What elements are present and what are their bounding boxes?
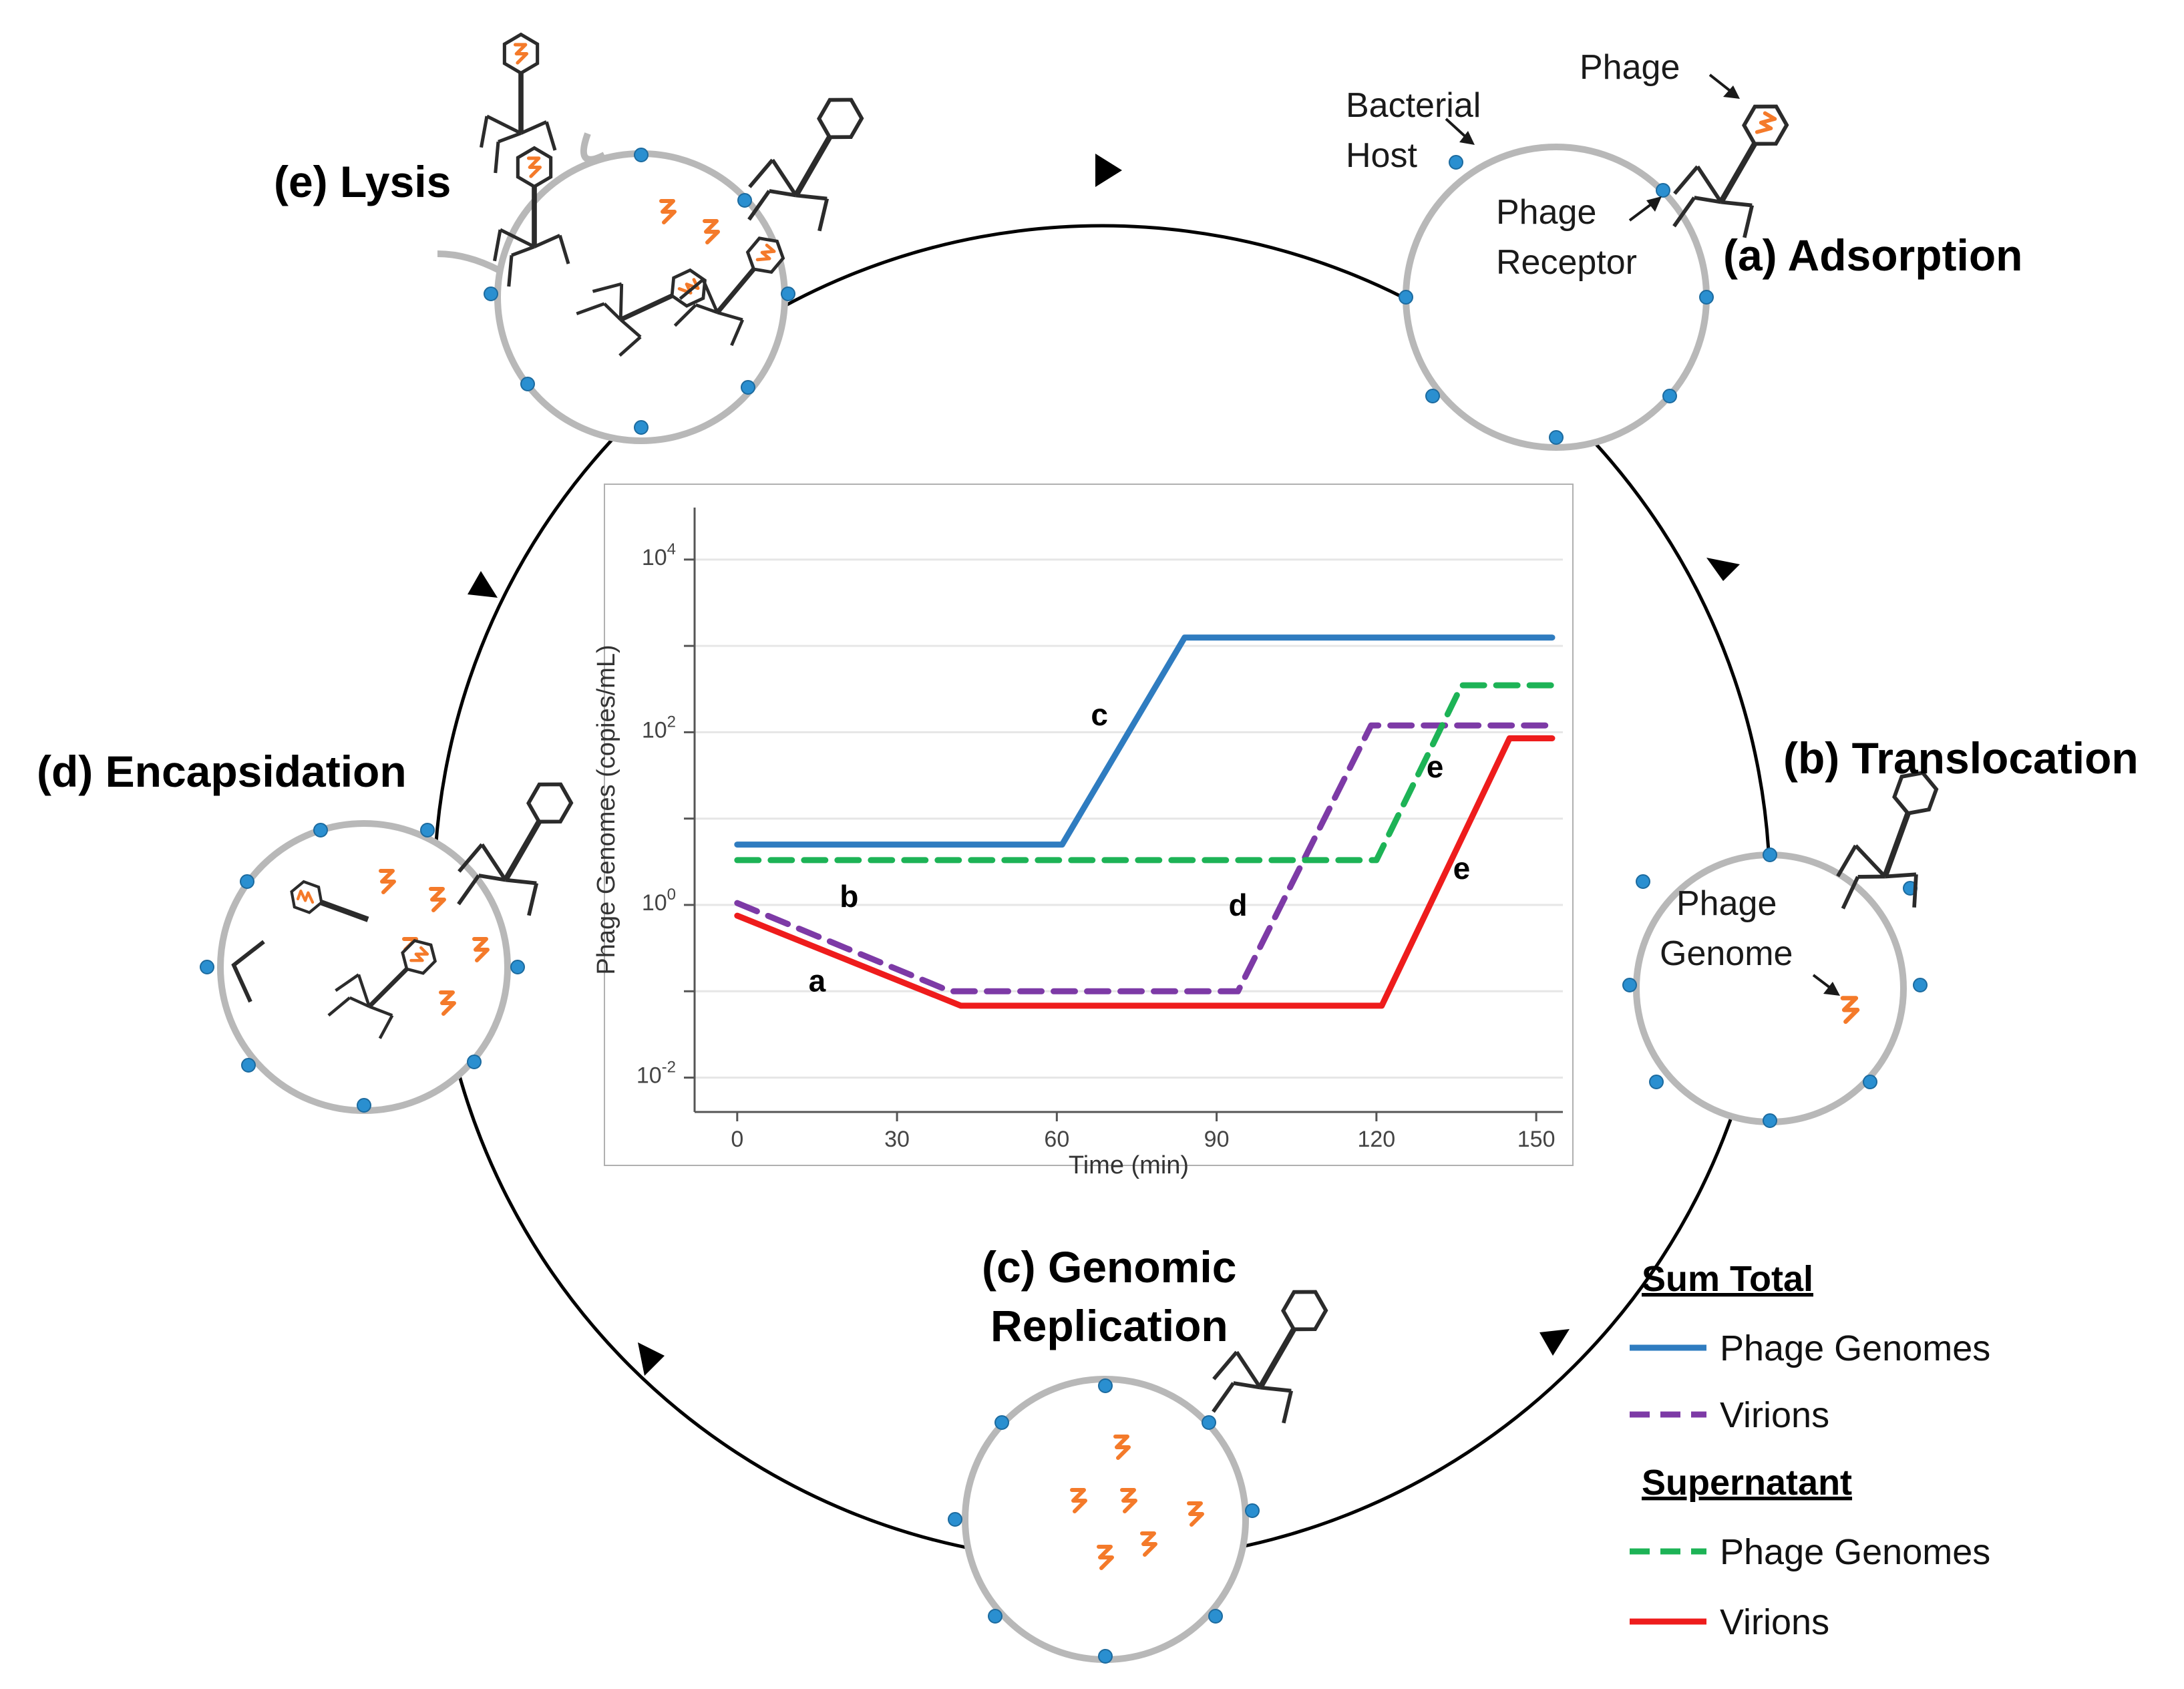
- stage-label-replication-1: (c) Genomic: [982, 1242, 1236, 1292]
- phage-annotation: Phage: [1580, 48, 1680, 87]
- stage-label-translocation: (b) Translocation: [1783, 733, 2139, 783]
- translocation-cell: [1622, 757, 1958, 1128]
- curve-label: b: [840, 879, 858, 914]
- arrow-head-right-lower: [1539, 1329, 1570, 1356]
- arrow-head-bottom-left: [638, 1342, 665, 1376]
- x-tick-label: 120: [1357, 1127, 1395, 1152]
- tail-fragment: [231, 940, 265, 1003]
- legend-sup-virions: Virions: [1720, 1602, 1829, 1642]
- curve-label: e: [1427, 749, 1444, 784]
- stage-label-replication-2: Replication: [990, 1301, 1228, 1350]
- arrow-head-right-upper: [1706, 558, 1740, 581]
- chart-series: [734, 634, 1556, 1009]
- curve-label: d: [1228, 888, 1247, 922]
- curve-label: a: [809, 963, 826, 998]
- x-tick-label: 30: [884, 1127, 910, 1152]
- chart-grid: [695, 558, 1563, 1079]
- y-tick-label: 10-2: [636, 1059, 676, 1089]
- phage-receptor-annotation-1: Phage: [1496, 193, 1596, 232]
- x-tick-label: 90: [1204, 1127, 1230, 1152]
- x-tick-label: 60: [1044, 1127, 1069, 1152]
- cycle-arrows: [468, 154, 1740, 1376]
- legend-group-sum-total: Sum Total: [1642, 1259, 1813, 1299]
- legend-sum-virions: Virions: [1720, 1395, 1829, 1435]
- series-line-sup_virions: [734, 735, 1556, 1009]
- stage-label-adsorption: (a) Adsorption: [1723, 230, 2023, 280]
- lysis-cell: [437, 35, 884, 444]
- legend-group-supernatant: Supernatant: [1642, 1463, 1852, 1503]
- x-tick-label: 150: [1517, 1127, 1556, 1152]
- y-tick-label: 102: [642, 713, 676, 743]
- series-line-sup_genomes: [734, 682, 1556, 864]
- legend: Sum Total Phage Genomes Virions Supernat…: [1630, 1259, 1990, 1642]
- series-line-sum_virions: [734, 722, 1556, 994]
- stage-label-encapsidation: (d) Encapsidation: [37, 747, 407, 796]
- replication-cell: [948, 1270, 1348, 1664]
- receptor-dots: [1399, 155, 1714, 445]
- encapsidation-cell: [200, 762, 594, 1114]
- curve-label: c: [1091, 697, 1108, 732]
- phage-icon: [287, 879, 369, 922]
- y-tick-label: 100: [642, 886, 676, 916]
- arrow-head-left: [468, 571, 498, 598]
- y-axis-title: Phage Genomes (copies/mL): [592, 644, 620, 974]
- arrow-head-top: [1095, 154, 1122, 187]
- y-tick-label: 104: [642, 540, 676, 570]
- x-tick-label: 0: [731, 1127, 743, 1152]
- legend-sum-genomes: Phage Genomes: [1720, 1328, 1990, 1368]
- annotation-arrows: [1445, 73, 1840, 996]
- bacterial-host-annotation-2: Host: [1346, 136, 1417, 175]
- chart-curve-labels: c b a d e e: [809, 697, 1471, 998]
- phage-receptor-annotation-2: Receptor: [1496, 243, 1637, 282]
- phage-genome-annotation-2: Genome: [1660, 934, 1793, 973]
- stage-label-lysis: (e) Lysis: [274, 157, 451, 206]
- phage-genome-annotation-1: Phage: [1676, 884, 1777, 923]
- series-line-sum_genomes: [734, 634, 1556, 848]
- x-axis-title: Time (min): [1069, 1151, 1189, 1179]
- phage-icon: [1200, 1270, 1348, 1445]
- curve-label: e: [1453, 851, 1471, 886]
- legend-sup-genomes: Phage Genomes: [1720, 1532, 1990, 1572]
- adsorption-cell: [1399, 84, 1809, 451]
- bacterial-host-annotation-1: Bacterial: [1346, 86, 1481, 125]
- chart-frame: [604, 484, 1574, 1166]
